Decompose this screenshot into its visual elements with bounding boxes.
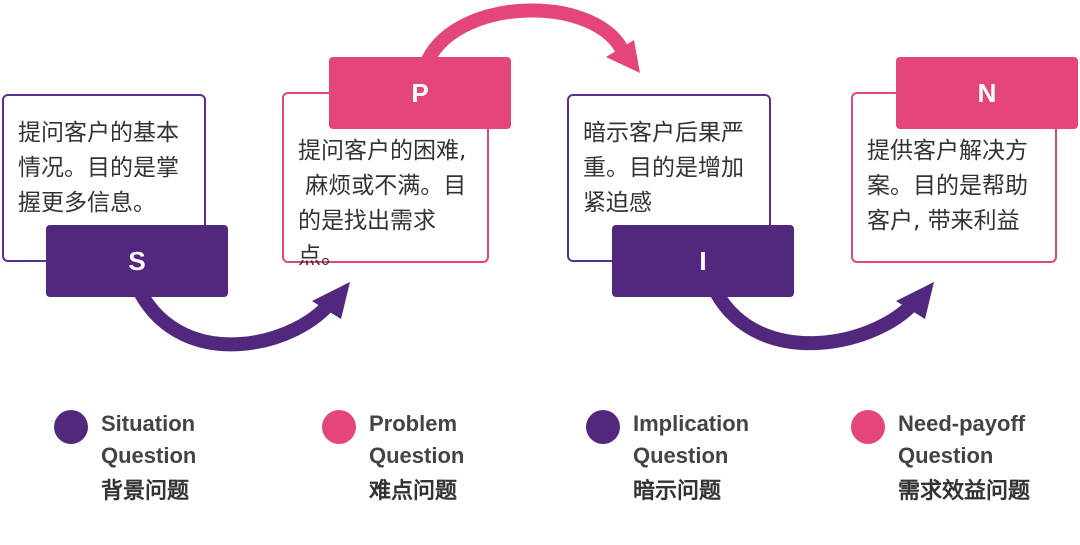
legend-dot-icon	[322, 410, 356, 444]
stage-p-tab: P	[329, 57, 511, 129]
legend-cn: 需求效益问题	[898, 478, 1031, 503]
stage-n-tab: N	[896, 57, 1078, 129]
stage-n-line-1: 提供客户解决方	[867, 138, 1028, 164]
stage-i-tab: I	[612, 225, 794, 297]
arrow-p-to-i-head	[606, 40, 640, 73]
legend-name: Situation	[101, 411, 196, 436]
legend-dot-icon	[851, 410, 885, 444]
stage-n-line-3: 客户, 带来利益	[867, 208, 1020, 234]
legend-dot-icon	[586, 410, 620, 444]
legend-type: Question	[101, 443, 197, 468]
stage-p-line-3: 的是找出需求点。	[298, 208, 436, 269]
legend-type: Question	[898, 443, 994, 468]
arrow-s-to-p-head	[312, 282, 350, 319]
legend-name: Problem	[369, 411, 458, 436]
legend-cn: 难点问题	[369, 478, 458, 503]
stage-p-line-2: 麻烦或不满。目	[298, 173, 467, 199]
stage-s-line-3: 握更多信息。	[18, 190, 156, 216]
stage-i-line-2: 重。目的是增加	[583, 155, 744, 181]
stage-i-line-3: 紧迫感	[583, 190, 652, 216]
arrow-i-to-n	[709, 288, 922, 351]
stage-i-line-1: 暗示客户后果严	[583, 120, 744, 146]
stage-p-line-1: 提问客户的困难,	[298, 138, 467, 164]
legend-type: Question	[633, 443, 729, 468]
stage-s-tab: S	[46, 225, 228, 297]
legend-cn: 暗示问题	[633, 478, 722, 503]
legend-type: Question	[369, 443, 465, 468]
stage-s-line-2: 情况。目的是掌	[18, 155, 179, 181]
arrow-p-to-i	[421, 3, 631, 64]
legend-name: Need-payoff	[898, 411, 1026, 436]
arrow-s-to-p	[133, 288, 338, 352]
arrow-i-to-n-head	[896, 282, 934, 319]
stage-n-line-2: 案。目的是帮助	[867, 173, 1028, 199]
legend-name: Implication	[633, 411, 750, 436]
legend-cn: 背景问题	[101, 478, 190, 503]
legend-dot-icon	[54, 410, 88, 444]
stage-s-line-1: 提问客户的基本	[18, 120, 179, 146]
